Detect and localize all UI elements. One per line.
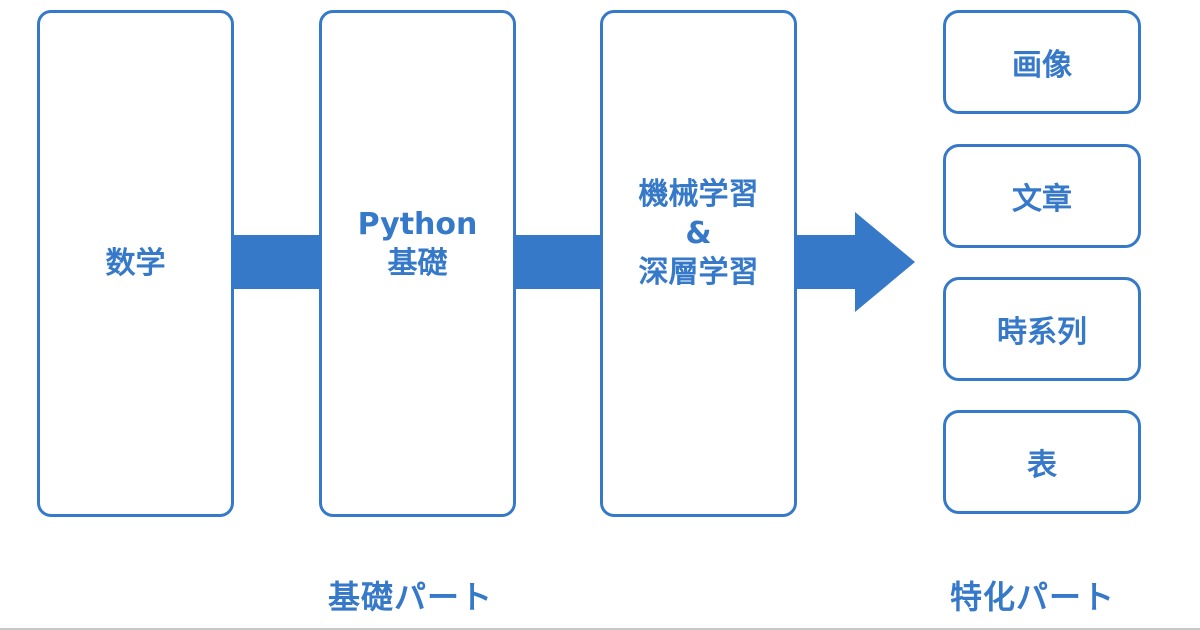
box-math: 数学 bbox=[37, 10, 234, 517]
box-label: 文章 bbox=[1012, 182, 1072, 217]
box-label: 画像 bbox=[1012, 48, 1072, 83]
connector-bar bbox=[514, 235, 606, 289]
box-label: 深層学習 bbox=[638, 255, 759, 290]
box-label: 時系列 bbox=[997, 315, 1087, 350]
divider bbox=[0, 628, 1200, 630]
arrow-right-icon bbox=[797, 212, 915, 312]
box-text: 文章 bbox=[943, 144, 1141, 248]
connector-bar bbox=[232, 235, 324, 289]
caption-specialized: 特化パート bbox=[950, 578, 1116, 616]
box-label: 数学 bbox=[105, 246, 166, 281]
box-python-basics: Python 基礎 bbox=[319, 10, 516, 517]
box-label: 基礎 bbox=[387, 245, 448, 281]
box-ml-dl: 機械学習 & 深層学習 bbox=[600, 10, 797, 517]
box-image: 画像 bbox=[943, 10, 1141, 114]
box-label: 機械学習 bbox=[638, 177, 759, 212]
caption-foundation: 基礎パート bbox=[328, 578, 494, 616]
box-label: Python bbox=[357, 206, 478, 242]
box-label: 表 bbox=[1027, 448, 1057, 483]
box-label: & bbox=[685, 216, 712, 251]
box-table: 表 bbox=[943, 410, 1141, 514]
box-timeseries: 時系列 bbox=[943, 277, 1141, 381]
